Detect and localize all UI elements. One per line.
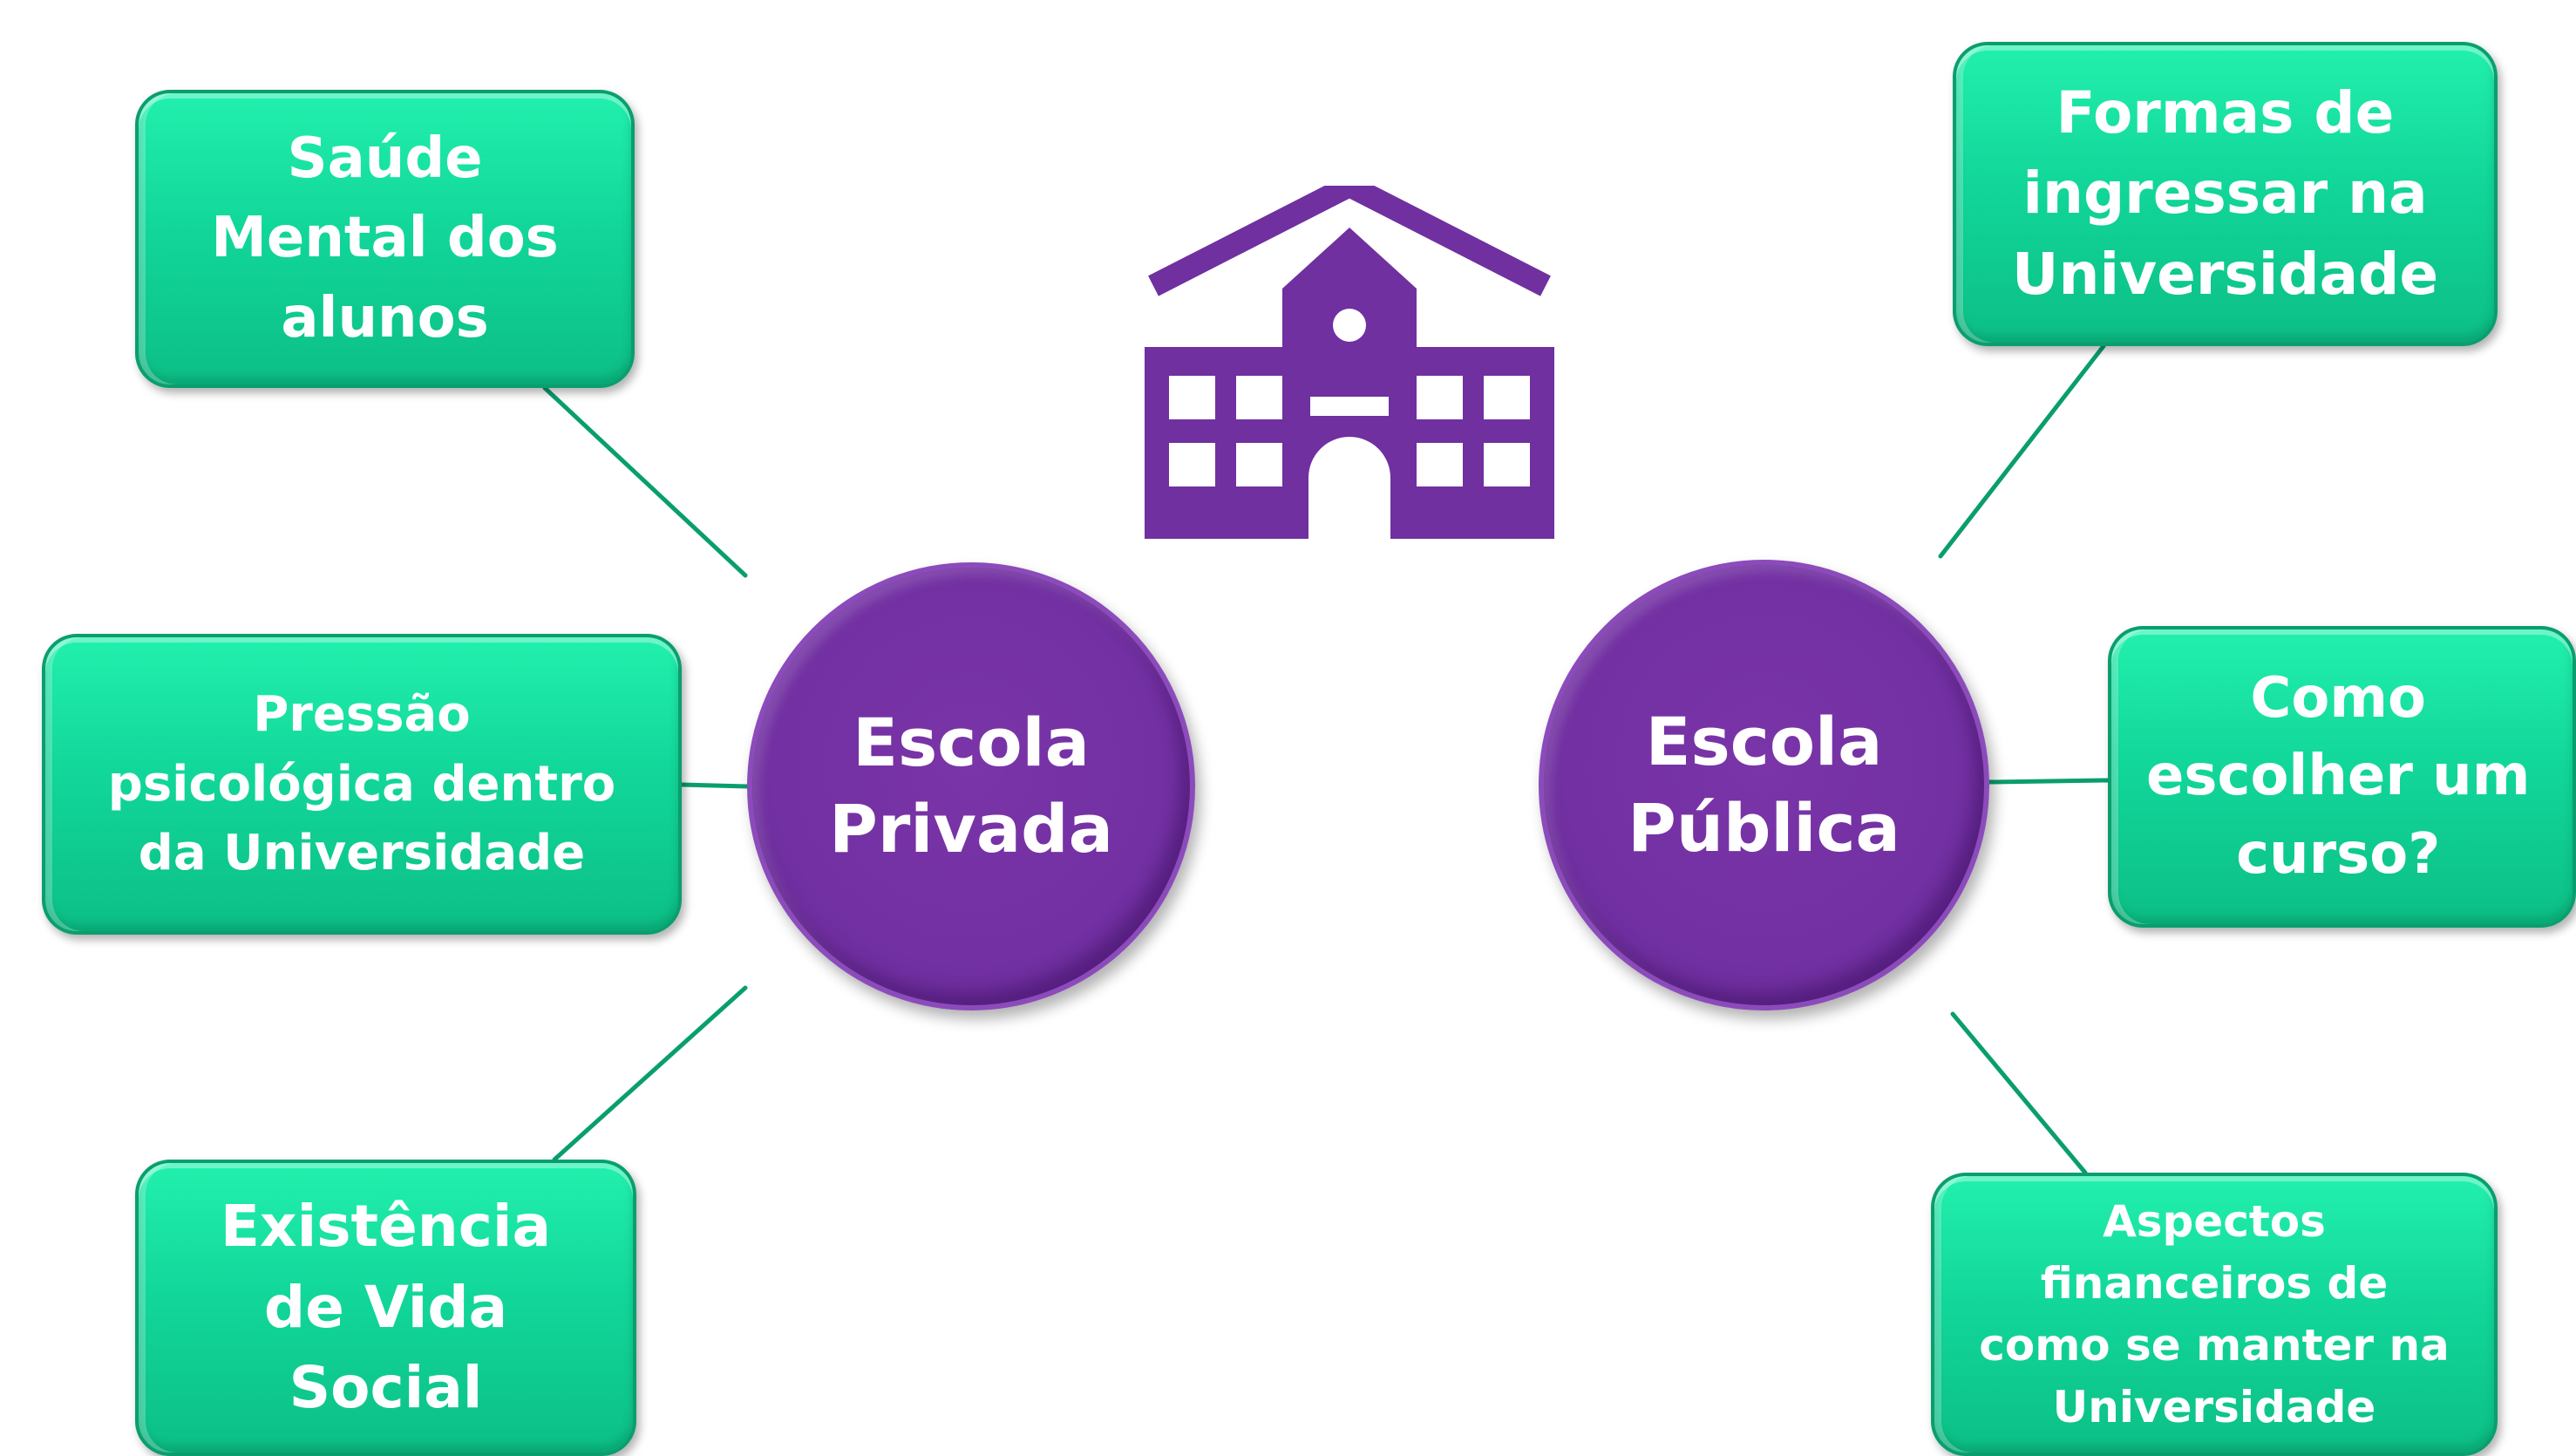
topic-mental-health-label: Saúde Mental dos alunos bbox=[211, 126, 559, 350]
topic-course-choice-label: Como escolher um curso? bbox=[2146, 665, 2531, 887]
school-window-icon bbox=[1169, 376, 1215, 419]
school-lintel-icon bbox=[1310, 397, 1389, 416]
topic-psychological-pressure: Pressão psicológica dentro da Universida… bbox=[42, 634, 682, 935]
connector-pressure bbox=[679, 782, 750, 789]
topic-social-life-label: Existência de Vida Social bbox=[220, 1193, 552, 1422]
school-round-window-icon bbox=[1333, 309, 1366, 342]
topic-university-admission-label: Formas de ingressar na Universidade bbox=[2011, 78, 2439, 308]
school-door-icon bbox=[1308, 437, 1390, 539]
topic-social-life: Existência de Vida Social bbox=[135, 1160, 636, 1456]
topic-mental-health: Saúde Mental dos alunos bbox=[135, 90, 635, 388]
school-window-icon bbox=[1417, 443, 1463, 486]
school-window-icon bbox=[1236, 376, 1282, 419]
connector-admission bbox=[1938, 344, 2106, 559]
topic-psychological-pressure-label: Pressão psicológica dentro da Universida… bbox=[107, 686, 616, 882]
hub-escola-publica: Escola Pública bbox=[1539, 560, 1989, 1010]
hub-escola-publica-label: Escola Pública bbox=[1628, 702, 1900, 867]
school-window-icon bbox=[1169, 443, 1215, 486]
school-building-icon bbox=[1145, 186, 1554, 539]
school-tower-icon bbox=[1282, 228, 1417, 351]
connector-finances bbox=[1950, 1011, 2088, 1175]
connector-course-choice bbox=[1987, 778, 2110, 785]
school-window-icon bbox=[1484, 443, 1530, 486]
hub-escola-privada-label: Escola Privada bbox=[829, 704, 1113, 867]
school-window-icon bbox=[1484, 376, 1530, 419]
school-window-icon bbox=[1236, 443, 1282, 486]
topic-financial-aspects: Aspectos financeiros de como se manter n… bbox=[1931, 1173, 2498, 1456]
school-roof-icon bbox=[1148, 186, 1551, 296]
topic-financial-aspects-label: Aspectos financeiros de como se manter n… bbox=[1979, 1195, 2450, 1432]
connector-social-life bbox=[552, 985, 748, 1162]
topic-university-admission: Formas de ingressar na Universidade bbox=[1953, 42, 2498, 346]
hub-escola-privada: Escola Privada bbox=[747, 562, 1195, 1010]
connector-mental-health bbox=[542, 385, 748, 578]
school-window-icon bbox=[1417, 376, 1463, 419]
topic-course-choice: Como escolher um curso? bbox=[2108, 626, 2576, 928]
